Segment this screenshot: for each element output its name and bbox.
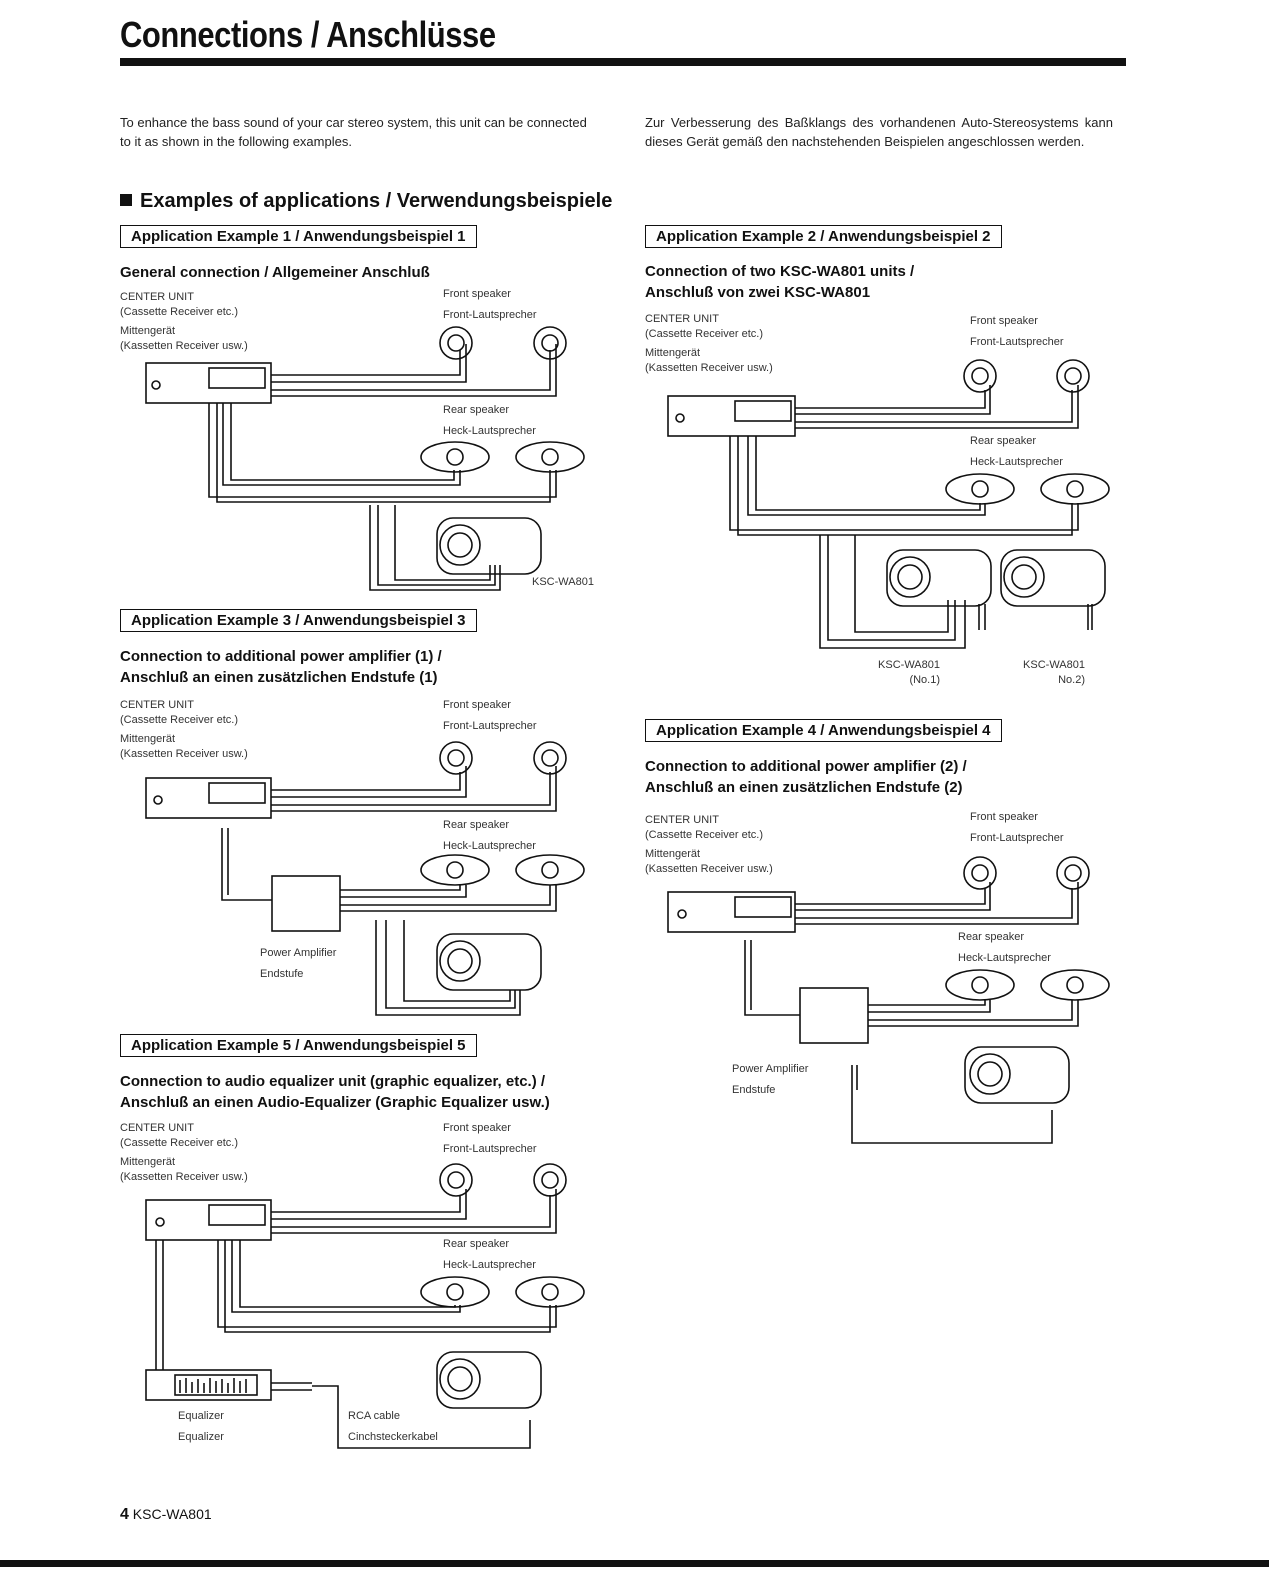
d5-center-unit-icon [145, 1199, 272, 1241]
example-2-label: Application Example 2 / Anwendungsbeispi… [645, 225, 1002, 248]
page-number: 4 [120, 1506, 129, 1523]
example-5-heading-de: Anschluß an einen Audio-Equalizer (Graph… [120, 1094, 550, 1111]
d2-subwoofer-2-icon [1000, 549, 1106, 607]
page-footer: 4 KSC-WA801 [120, 1506, 212, 1524]
example-5-heading: Connection to audio equalizer unit (grap… [120, 1073, 546, 1090]
d5-rear-speaker-left-icon [420, 1276, 490, 1308]
d1-rear-speaker-left-icon [420, 441, 490, 473]
example-3-label: Application Example 3 / Anwendungsbeispi… [120, 609, 477, 632]
d1-front-speaker-left-icon [439, 326, 473, 360]
footer-model: KSC-WA801 [132, 1506, 212, 1522]
example-2-heading: Connection of two KSC-WA801 units / [645, 263, 915, 280]
example-5-label: Application Example 5 / Anwendungsbeispi… [120, 1034, 477, 1057]
intro-english: To enhance the bass sound of your car st… [120, 115, 587, 149]
example-3-heading-de: Anschluß an einen zusätzlichen Endstufe … [120, 669, 438, 686]
title-rule [120, 58, 1126, 66]
d3-front-speaker-left-icon [439, 741, 473, 775]
d5-front-speaker-left-icon [439, 1163, 473, 1197]
d5-center-unit-label: CENTER UNIT(Cassette Receiver etc.) Mitt… [120, 1122, 248, 1183]
d2-subwoofer-1-icon [886, 549, 992, 607]
d3-center-unit-icon [145, 777, 272, 819]
d3-power-amp-icon [271, 875, 341, 932]
d5-equalizer-icon [145, 1369, 272, 1401]
d1-front-speaker-right-icon [533, 326, 567, 360]
d3-subwoofer-icon [436, 933, 542, 991]
d4-center-unit-label: CENTER UNIT(Cassette Receiver etc.) Mitt… [645, 814, 773, 875]
d4-subwoofer-icon [964, 1046, 1070, 1104]
example-1-heading: General connection / Allgemeiner Anschlu… [120, 264, 430, 281]
d1-rear-speaker-right-icon [515, 441, 585, 473]
d2-center-unit-label: CENTER UNIT(Cassette Receiver etc.) Mitt… [645, 313, 773, 374]
d2-ksc-no1-label: KSC-WA801(No.1) [878, 659, 940, 686]
example-4-heading-de: Anschluß an einen zusätzlichen Endstufe … [645, 779, 963, 796]
d2-center-unit-icon [667, 395, 796, 437]
d1-center-unit-label: CENTER UNIT(Cassette Receiver etc.) Mitt… [120, 291, 248, 352]
bottom-rule [0, 1560, 1269, 1567]
intro-german: Zur Verbesserung des Baßklangs des vorha… [645, 115, 1113, 149]
d3-rear-speaker-left-icon [420, 854, 490, 886]
d5-subwoofer-icon [436, 1351, 542, 1409]
example-4-label: Application Example 4 / Anwendungsbeispi… [645, 719, 1002, 742]
d3-center-unit-label: CENTER UNIT(Cassette Receiver etc.) Mitt… [120, 699, 248, 760]
d5-rear-speaker-right-icon [515, 1276, 585, 1308]
d4-power-amp-icon [799, 987, 869, 1044]
d4-rear-speaker-right-icon [1040, 969, 1110, 1001]
example-3-heading: Connection to additional power amplifier… [120, 648, 442, 665]
example-2-heading-de: Anschluß von zwei KSC-WA801 [645, 284, 871, 301]
example-1-label: Application Example 1 / Anwendungsbeispi… [120, 225, 477, 248]
d2-rear-speaker-right-icon [1040, 473, 1110, 505]
d4-front-speaker-right-icon [1056, 856, 1090, 890]
page-title: Connections / Anschlüsse [120, 14, 496, 55]
d1-ksc-label: KSC-WA801 [532, 576, 594, 588]
d3-rear-speaker-right-icon [515, 854, 585, 886]
section-heading: Examples of applications / Verwendungsbe… [120, 190, 612, 213]
section-title: Examples of applications / Verwendungsbe… [140, 190, 613, 212]
d2-rear-speaker-left-icon [945, 473, 1015, 505]
d3-front-speaker-right-icon [533, 741, 567, 775]
d5-front-speaker-right-icon [533, 1163, 567, 1197]
example-4-heading: Connection to additional power amplifier… [645, 758, 967, 775]
d1-subwoofer-icon [436, 517, 542, 575]
d4-center-unit-icon [667, 891, 796, 933]
d2-front-speaker-left-icon [963, 359, 997, 393]
d4-rear-speaker-left-icon [945, 969, 1015, 1001]
square-bullet-icon [120, 194, 132, 206]
d4-front-speaker-left-icon [963, 856, 997, 890]
d2-front-speaker-right-icon [1056, 359, 1090, 393]
